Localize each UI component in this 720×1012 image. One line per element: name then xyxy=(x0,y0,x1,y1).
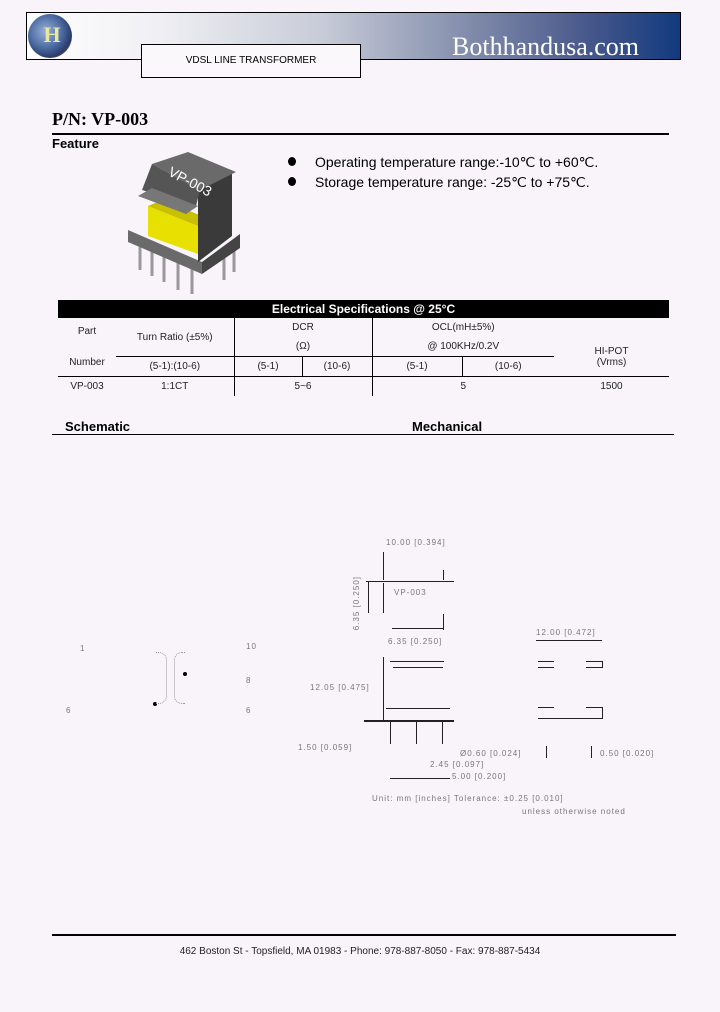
dim-body-height: 12.05 [0.475] xyxy=(310,683,370,692)
table-row: VP-003 1:1CT 5~6 5 1500 xyxy=(58,376,669,396)
cell-hipot: 1500 xyxy=(554,376,669,396)
part-marking-label: VP-003 xyxy=(394,588,427,597)
schematic-diagram: 1 6 10 8 6 xyxy=(66,640,300,730)
feature-item: Operating temperature range:-10℃ to +60℃… xyxy=(288,152,598,172)
header-ocl-sub2: (10-6) xyxy=(461,356,554,377)
feature-heading: Feature xyxy=(52,136,99,151)
product-line-title: VDSL LINE TRANSFORMER xyxy=(141,44,361,78)
schematic-heading: Schematic xyxy=(65,419,131,434)
header-part: Part xyxy=(58,318,116,357)
secondary-coil-icon xyxy=(174,652,185,704)
electrical-spec-table: Electrical Specifications @ 25°C Part Tu… xyxy=(58,300,669,396)
header-hipot: HI-POT xyxy=(594,345,629,357)
dim-side-height: 6.35 [0.250] xyxy=(352,576,361,631)
dim-pin-pitch: 2.45 [0.097] xyxy=(430,760,485,769)
part-number-title: P/N: VP-003 xyxy=(52,109,149,129)
footer-address: 462 Boston St - Topsfield, MA 01983 - Ph… xyxy=(179,946,541,957)
tolerance-note-2: unless otherwise noted xyxy=(522,807,626,816)
title-divider xyxy=(52,133,669,135)
table-caption: Electrical Specifications @ 25°C xyxy=(58,300,669,318)
header-dcr-sub2: (10-6) xyxy=(301,356,372,377)
cell-turn-ratio: 1:1CT xyxy=(116,376,234,396)
pin-label: 6 xyxy=(246,706,252,715)
feature-list: Operating temperature range:-10℃ to +60℃… xyxy=(288,152,598,192)
mechanical-heading: Mechanical xyxy=(412,419,483,434)
header-dcr-sub1: (5-1) xyxy=(233,356,302,377)
header-hipot-unit: (Vrms) xyxy=(596,356,627,368)
mechanical-drawing: 10.00 [0.394] VP-003 6.35 [0.250] 6.35 [… xyxy=(290,530,680,820)
pin-label: 6 xyxy=(66,706,72,715)
header-part-line2: Number xyxy=(69,356,105,368)
dim-row-span: 5.00 [0.200] xyxy=(452,772,507,781)
dim-pin-length: 1.50 [0.059] xyxy=(298,743,353,752)
feature-item: Storage temperature range: -25℃ to +75℃. xyxy=(288,172,598,192)
section-divider xyxy=(52,434,674,435)
site-name: Bothhandusa.com xyxy=(452,32,640,61)
cell-ocl: 5 xyxy=(371,376,554,396)
cell-part: VP-003 xyxy=(58,376,116,396)
header-dcr-unit: (Ω) xyxy=(233,337,372,357)
polarity-dot-icon xyxy=(153,702,157,706)
dim-pin-diameter: Ø0.60 [0.024] xyxy=(460,749,522,758)
polarity-dot-icon xyxy=(183,672,187,676)
footer-divider xyxy=(52,934,676,936)
dim-right-width: 12.00 [0.472] xyxy=(536,628,596,637)
pin-label: 10 xyxy=(246,642,257,651)
primary-coil-icon xyxy=(156,652,167,704)
pin-label: 8 xyxy=(246,676,252,685)
company-logo-icon xyxy=(28,14,72,58)
dim-top-width: 10.00 [0.394] xyxy=(386,538,446,547)
header-ocl-cond: @ 100KHz/0.2V xyxy=(371,337,554,357)
logo-mark: H xyxy=(43,22,60,47)
pin-label: 1 xyxy=(80,644,86,653)
dim-pad: 0.50 [0.020] xyxy=(600,749,655,758)
header-part-line1: Part xyxy=(77,326,97,338)
header-dcr: DCR xyxy=(233,318,372,337)
cell-dcr: 5~6 xyxy=(233,376,372,396)
header-turn-ratio: Turn Ratio (±5%) xyxy=(136,331,213,343)
dim-pin-row-width: 6.35 [0.250] xyxy=(388,637,443,646)
tolerance-note: Unit: mm [inches] Tolerance: ±0.25 [0.01… xyxy=(372,794,564,803)
header-ocl: OCL(mH±5%) xyxy=(371,318,554,337)
header-turn-ratio-sub: (5-1):(10-6) xyxy=(116,356,234,377)
header-ocl-sub1: (5-1) xyxy=(371,356,462,377)
transformer-product-image: VP-003 xyxy=(128,152,240,294)
